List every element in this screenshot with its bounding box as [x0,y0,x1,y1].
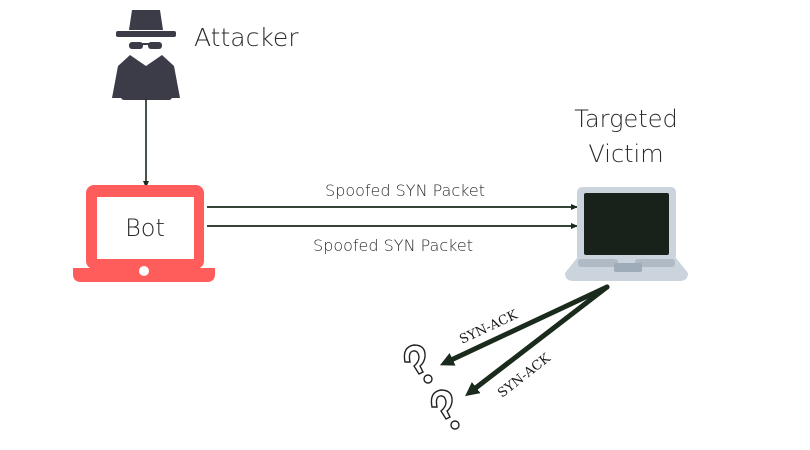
power-button-icon [139,266,149,276]
edge-victim-to-unknown-2: SYN-ACK [465,284,610,401]
edge-bot-to-victim-2: Spoofed SYN Packet [207,223,578,255]
laptop-icon [73,185,215,282]
laptop-icon [565,187,688,281]
hacker-spy-icon [112,10,180,100]
question-mark-icon [430,389,460,430]
attacker-node: Attacker [112,10,299,100]
victim-node: Targeted Victim [565,105,688,281]
bot-node: Bot [73,185,215,282]
edge-label-spoofed-syn-2: Spoofed SYN Packet [313,236,473,255]
bot-label: Bot [125,214,165,242]
attacker-label: Attacker [194,23,299,52]
unknown-2-node [430,389,460,430]
edge-bot-to-victim-1: Spoofed SYN Packet [207,181,578,210]
trackpad-icon [614,263,642,272]
question-mark-icon [403,344,433,384]
victim-label-line1: Targeted [574,105,677,133]
victim-label-line2: Victim [588,140,663,168]
edge-label-spoofed-syn-1: Spoofed SYN Packet [325,181,485,200]
unknown-1-node [403,344,433,384]
edge-label-syn-ack-2: SYN-ACK [495,351,554,401]
